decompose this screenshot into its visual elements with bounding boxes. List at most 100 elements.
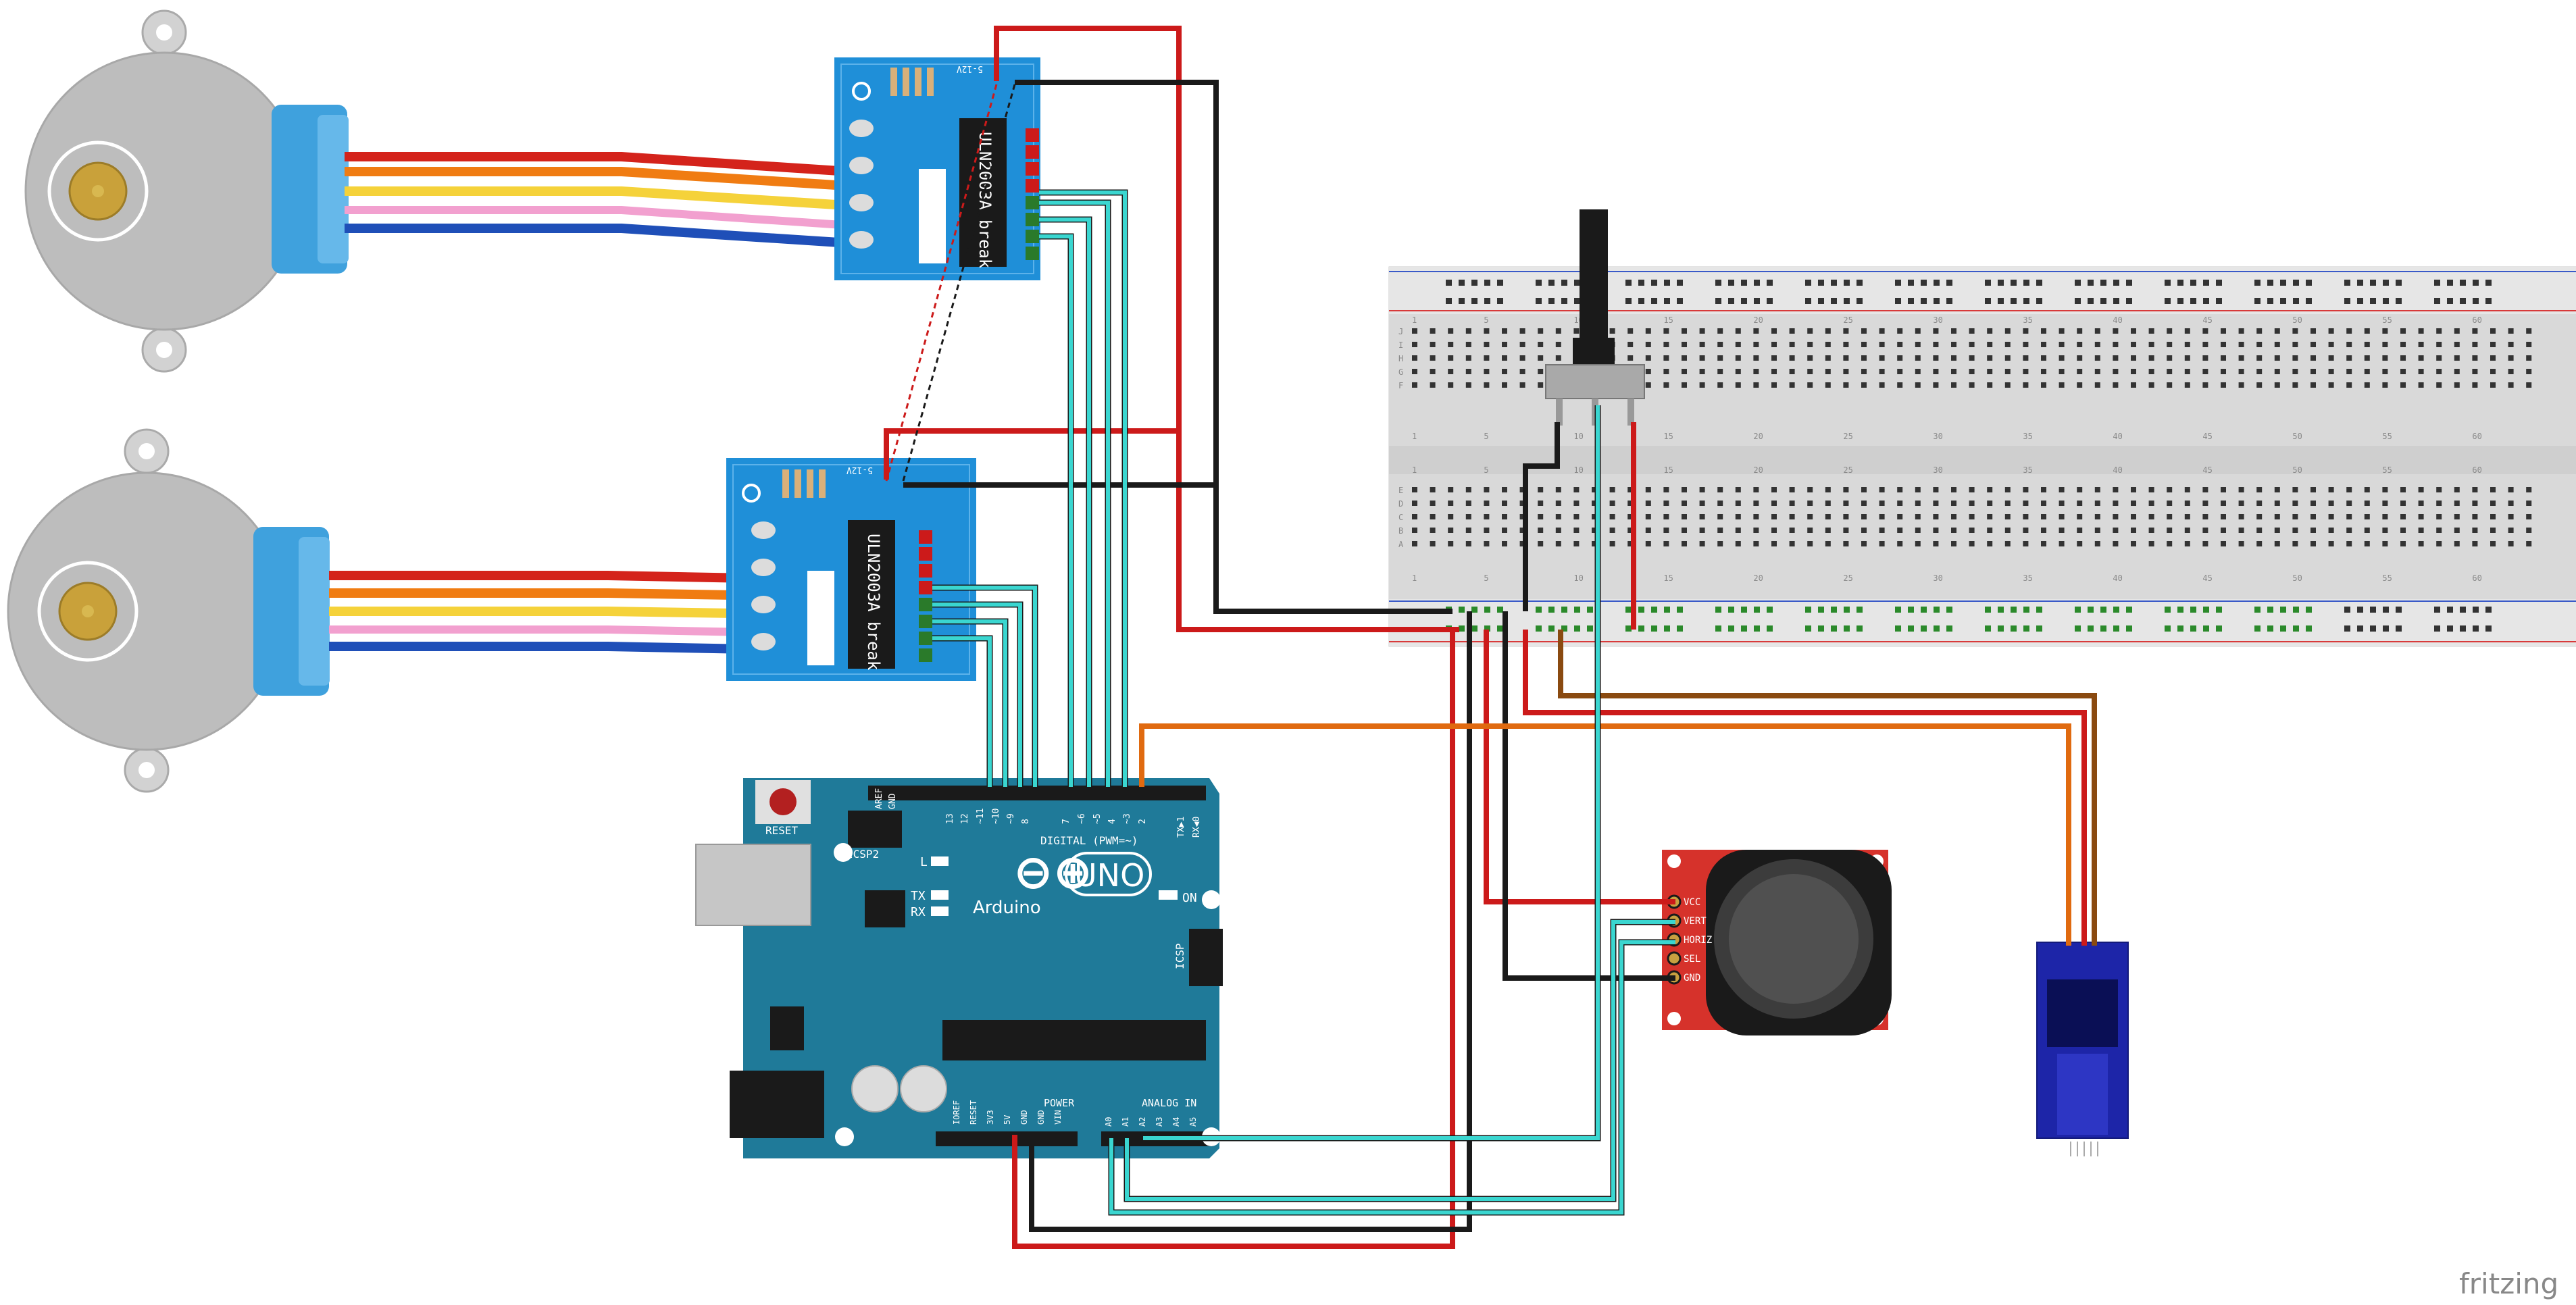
breadboard-hole	[1933, 342, 1939, 347]
breadboard-hole	[1753, 328, 1759, 334]
breadboard-hole	[1548, 607, 1555, 613]
breadboard-hole	[2113, 298, 2119, 304]
breadboard-hole	[2310, 487, 2316, 492]
breadboard-hole	[2346, 514, 2352, 519]
breadboard-hole	[1573, 541, 1580, 546]
breadboard-hole	[2059, 528, 2065, 533]
breadboard-hole	[1664, 280, 1670, 286]
breadboard-hole	[1574, 298, 1580, 304]
breadboard-hole	[2202, 514, 2208, 519]
breadboard-hole	[2184, 369, 2190, 374]
breadboard-hole	[2344, 298, 2350, 304]
column-number: 25	[1843, 315, 1852, 325]
breadboard-hole	[1538, 487, 1544, 492]
breadboard-hole	[2454, 501, 2460, 506]
breadboard-hole	[1969, 487, 1975, 492]
breadboard-hole	[1536, 280, 1542, 286]
tx-label: TX	[911, 889, 926, 903]
breadboard-hole	[1825, 328, 1831, 334]
digital-pin-label: 4	[1107, 819, 1117, 824]
breadboard-hole	[1446, 298, 1452, 304]
breadboard-hole	[1502, 328, 1507, 334]
breadboard-hole	[2221, 382, 2226, 388]
breadboard-hole	[2256, 328, 2263, 334]
breadboard-hole	[1519, 541, 1525, 546]
breadboard-hole	[2396, 298, 2402, 304]
breadboard-hole	[1430, 514, 1436, 519]
breadboard-hole	[1538, 514, 1544, 519]
breadboard-hole	[2088, 625, 2094, 632]
breadboard-hole	[1682, 541, 1687, 546]
breadboard-hole	[1592, 514, 1597, 519]
breadboard-hole	[2346, 487, 2352, 492]
breadboard-hole	[1465, 541, 1471, 546]
breadboard-hole	[2221, 328, 2226, 334]
breadboard-hole	[1519, 328, 1525, 334]
signal-wire-outline	[1039, 189, 1128, 787]
breadboard-hole	[1897, 514, 1903, 519]
breadboard-hole	[1561, 625, 1567, 632]
column-number: 5	[1484, 573, 1488, 583]
breadboard-hole	[2113, 382, 2119, 388]
breadboard-hole	[2011, 625, 2017, 632]
breadboard-hole	[2004, 541, 2011, 546]
breadboard-hole	[1897, 328, 1903, 334]
reset-button-cap[interactable]	[769, 788, 797, 815]
breadboard-hole	[1879, 528, 1885, 533]
breadboard-hole	[2418, 382, 2424, 388]
breadboard-hole	[2418, 487, 2424, 492]
column-number: 35	[2023, 465, 2032, 475]
breadboard-hole	[1484, 625, 1490, 632]
arduino-brand: Arduino	[973, 898, 1041, 918]
breadboard-hole	[1754, 625, 1760, 632]
breadboard-hole	[2203, 280, 2209, 286]
breadboard-hole	[2454, 328, 2460, 334]
signal-wire-outline	[1039, 233, 1074, 787]
breadboard-hole	[1412, 501, 1417, 506]
breadboard-hole	[1699, 342, 1705, 347]
breadboard-hole	[1430, 369, 1436, 374]
column-number: 35	[2023, 573, 2032, 583]
column-number: 60	[2472, 315, 2481, 325]
breadboard-hole	[2280, 298, 2286, 304]
driver-1-jumper-label: 5-12V	[957, 63, 983, 74]
breadboard-hole	[1969, 342, 1975, 347]
breadboard-hole	[1412, 328, 1417, 334]
breadboard-hole	[1728, 280, 1734, 286]
breadboard-hole	[2292, 382, 2298, 388]
breadboard-hole	[2167, 487, 2173, 492]
breadboard-hole	[1987, 528, 1993, 533]
breadboard-hole	[2306, 607, 2312, 613]
column-number: 5	[1484, 432, 1488, 441]
breadboard-hole	[1519, 355, 1525, 361]
l-led	[931, 856, 949, 866]
breadboard-hole	[2216, 607, 2222, 613]
breadboard-hole	[2238, 528, 2244, 533]
breadboard-hole	[2454, 514, 2460, 519]
breadboard-hole	[2023, 342, 2029, 347]
breadboard-hole	[1843, 328, 1849, 334]
breadboard-hole	[2077, 328, 2083, 334]
signal-wire	[1039, 218, 1091, 787]
breadboard-hole	[2364, 382, 2370, 388]
breadboard-hole	[1536, 607, 1542, 613]
breadboard-hole	[2184, 541, 2190, 546]
breadboard-hole	[2113, 369, 2119, 374]
breadboard-hole	[1861, 528, 1867, 533]
breadboard-hole	[1448, 501, 1454, 506]
breadboard-hole	[1897, 355, 1903, 361]
breadboard-hole	[2148, 501, 2154, 506]
breadboard-hole	[1825, 501, 1831, 506]
breadboard-hole	[1573, 514, 1580, 519]
breadboard-hole	[2041, 541, 2046, 546]
breadboard-hole	[1625, 607, 1632, 613]
breadboard-hole	[2131, 487, 2136, 492]
breadboard-hole	[2382, 342, 2388, 347]
breadboard-hole	[1741, 607, 1747, 613]
breadboard-hole	[2131, 501, 2136, 506]
digital-pin-label: ~5	[1092, 813, 1103, 824]
breadboard-hole	[2216, 625, 2222, 632]
breadboard-hole	[2004, 514, 2011, 519]
breadboard-hole	[1465, 382, 1471, 388]
